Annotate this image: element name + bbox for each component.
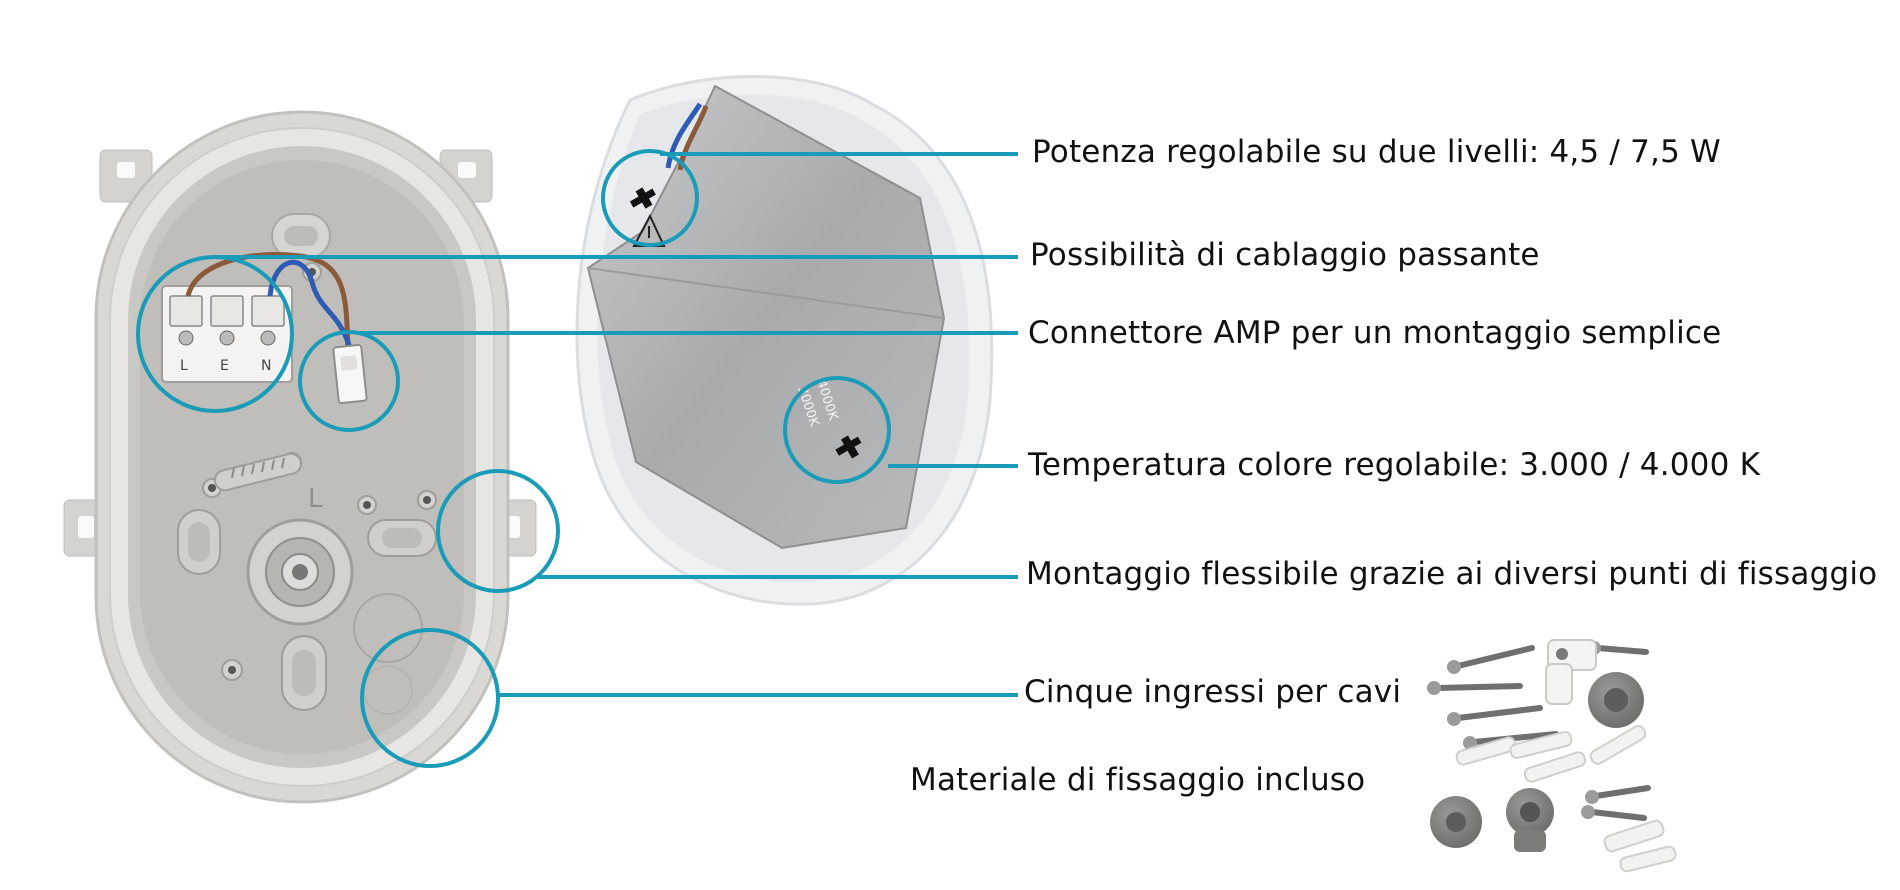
feature-label-amp-connector: Connettore AMP per un montaggio semplice — [1028, 315, 1722, 351]
terminal-block: L E N — [161, 285, 293, 383]
feature-label-color-temperature: Temperatura colore regolabile: 3.000 / 4… — [1028, 447, 1761, 483]
cct-selector-switch — [835, 435, 862, 459]
housing-marking-l: L — [308, 484, 323, 514]
luminaire-housing: L L E N — [63, 110, 537, 804]
feature-label-cable-entries: Cinque ingressi per cavi — [1024, 674, 1402, 710]
callout-circle-power — [601, 149, 699, 247]
center-cable-grommet — [246, 518, 354, 626]
callout-circle-amp — [298, 330, 400, 432]
callout-circle-cable-entries — [360, 628, 500, 768]
terminal-label-n: N — [261, 358, 271, 374]
blue-wire — [267, 259, 353, 349]
accessories-label: Materiale di fissaggio incluso — [910, 762, 1366, 798]
feature-label-through-wiring: Possibilità di cablaggio passante — [1030, 237, 1540, 273]
grommet-parts — [1430, 672, 1644, 852]
callout-circle-through-wiring — [136, 255, 294, 413]
amp-connector — [332, 343, 368, 405]
feature-label-power: Potenza regolabile su due livelli: 4,5 /… — [1032, 134, 1721, 170]
callout-circle-mounting — [436, 469, 560, 593]
luminaire-cover: 4000K 3000K — [575, 75, 994, 606]
terminal-label-e: E — [220, 358, 229, 374]
terminal-label-l: L — [180, 358, 188, 374]
power-selector-switch — [629, 187, 656, 209]
callout-circle-cct — [783, 376, 891, 484]
feature-label-flexible-mounting: Montaggio flessibile grazie ai diversi p… — [1026, 556, 1878, 592]
callout-layer — [136, 149, 1018, 768]
fixing-kit-image — [1427, 639, 1677, 873]
